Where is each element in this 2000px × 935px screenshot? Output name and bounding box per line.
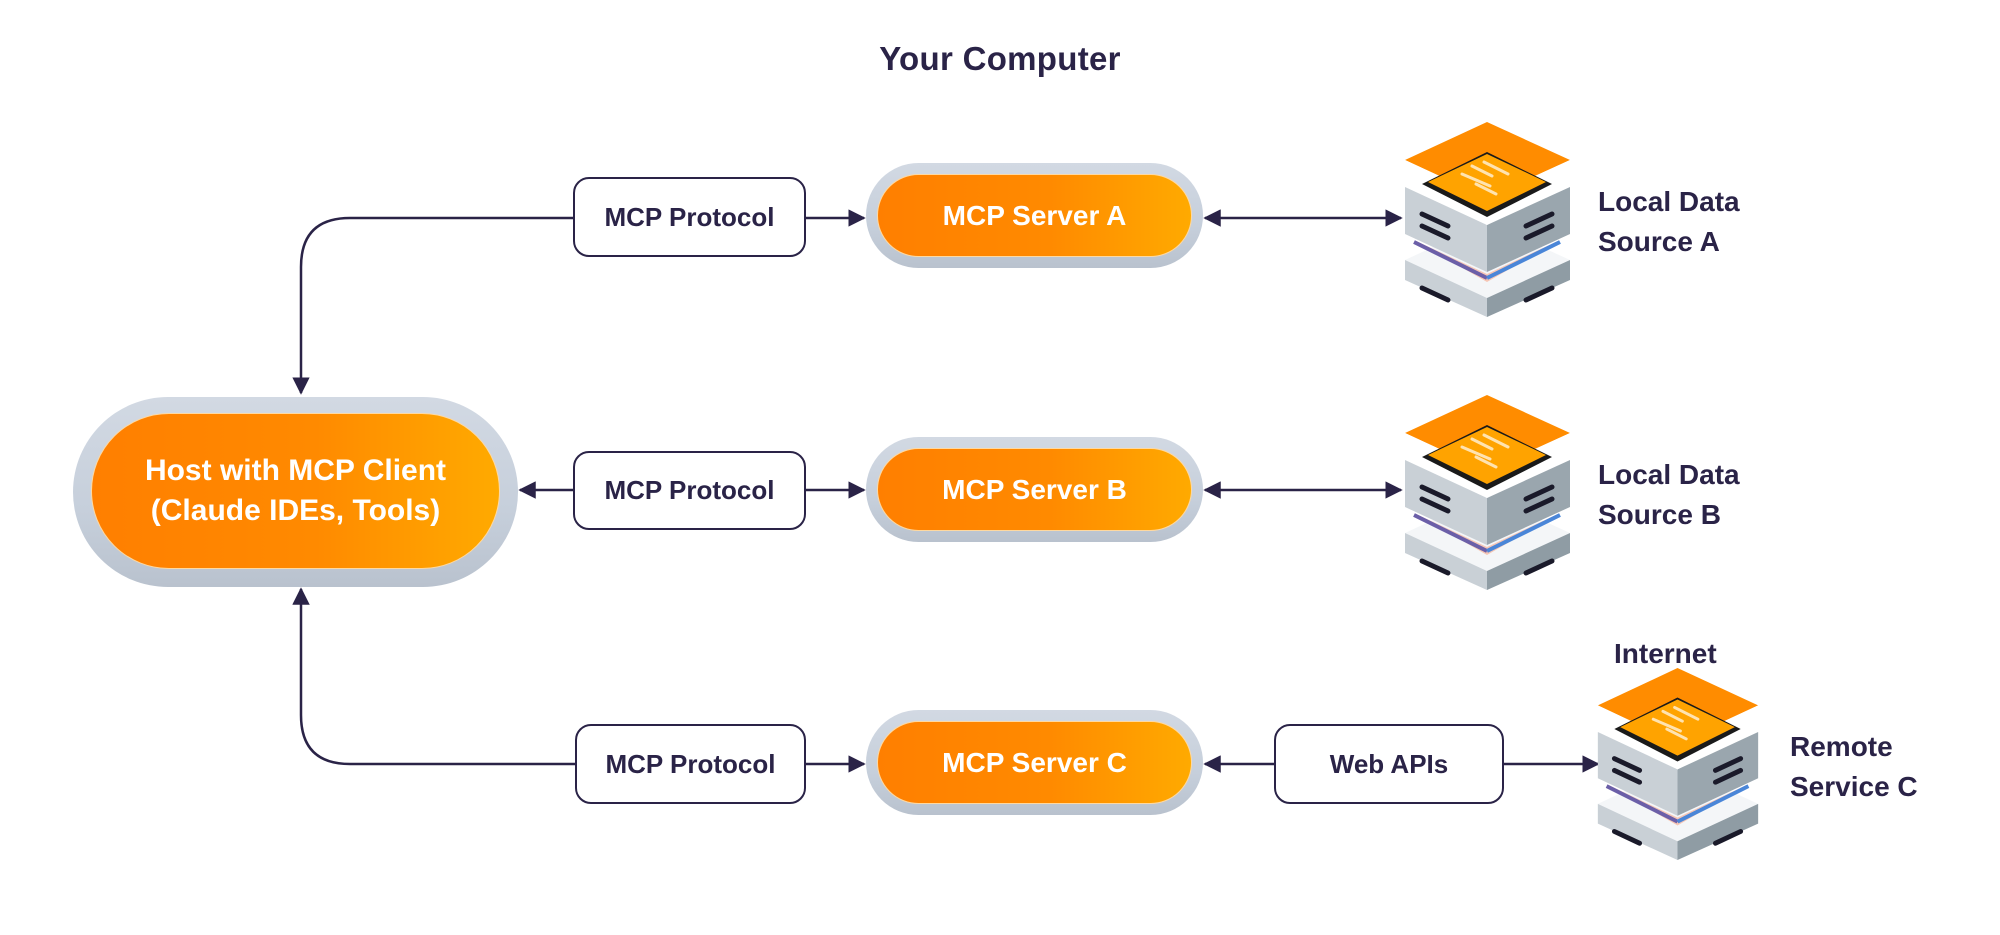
diagram-title: Your Computer — [879, 40, 1121, 77]
connector-protocol-c-to-host — [292, 587, 575, 766]
server-stack-icon — [1400, 395, 1575, 590]
server-stack-graphic — [1597, 668, 1759, 860]
mcp-server-a-label: MCP Server A — [877, 174, 1192, 257]
mcp-server-c-label: MCP Server C — [877, 721, 1192, 804]
host-node[interactable]: Host with MCP Client (Claude IDEs, Tools… — [73, 397, 518, 587]
remote-c-label: Remote Service C — [1790, 727, 1918, 807]
web-apis-box[interactable]: Web APIs — [1274, 724, 1504, 804]
source-a-label: Local Data Source A — [1598, 182, 1740, 262]
source-b-label-line2: Source B — [1598, 499, 1721, 530]
protocol-box-a[interactable]: MCP Protocol — [573, 177, 806, 257]
host-label: Host with MCP Client (Claude IDEs, Tools… — [91, 413, 500, 569]
source-a-label-line2: Source A — [1598, 226, 1720, 257]
server-stack-graphic — [1405, 395, 1570, 590]
internet-label: Internet — [1614, 638, 1717, 669]
source-b-label-line1: Local Data — [1598, 459, 1740, 490]
mcp-server-b[interactable]: MCP Server B — [866, 437, 1203, 542]
source-b-label: Local Data Source B — [1598, 455, 1740, 535]
connector-protocol-a-to-host — [292, 216, 573, 395]
server-stack-graphic — [1405, 122, 1570, 317]
source-a-label-line1: Local Data — [1598, 186, 1740, 217]
protocol-box-b[interactable]: MCP Protocol — [573, 451, 806, 530]
mcp-server-b-label: MCP Server B — [877, 448, 1192, 531]
server-stack-icon — [1593, 668, 1763, 860]
remote-c-label-line1: Remote — [1790, 731, 1893, 762]
protocol-box-c[interactable]: MCP Protocol — [575, 724, 806, 804]
mcp-server-c[interactable]: MCP Server C — [866, 710, 1203, 815]
remote-c-label-line2: Service C — [1790, 771, 1918, 802]
server-stack-icon — [1400, 122, 1575, 317]
mcp-server-a[interactable]: MCP Server A — [866, 163, 1203, 268]
